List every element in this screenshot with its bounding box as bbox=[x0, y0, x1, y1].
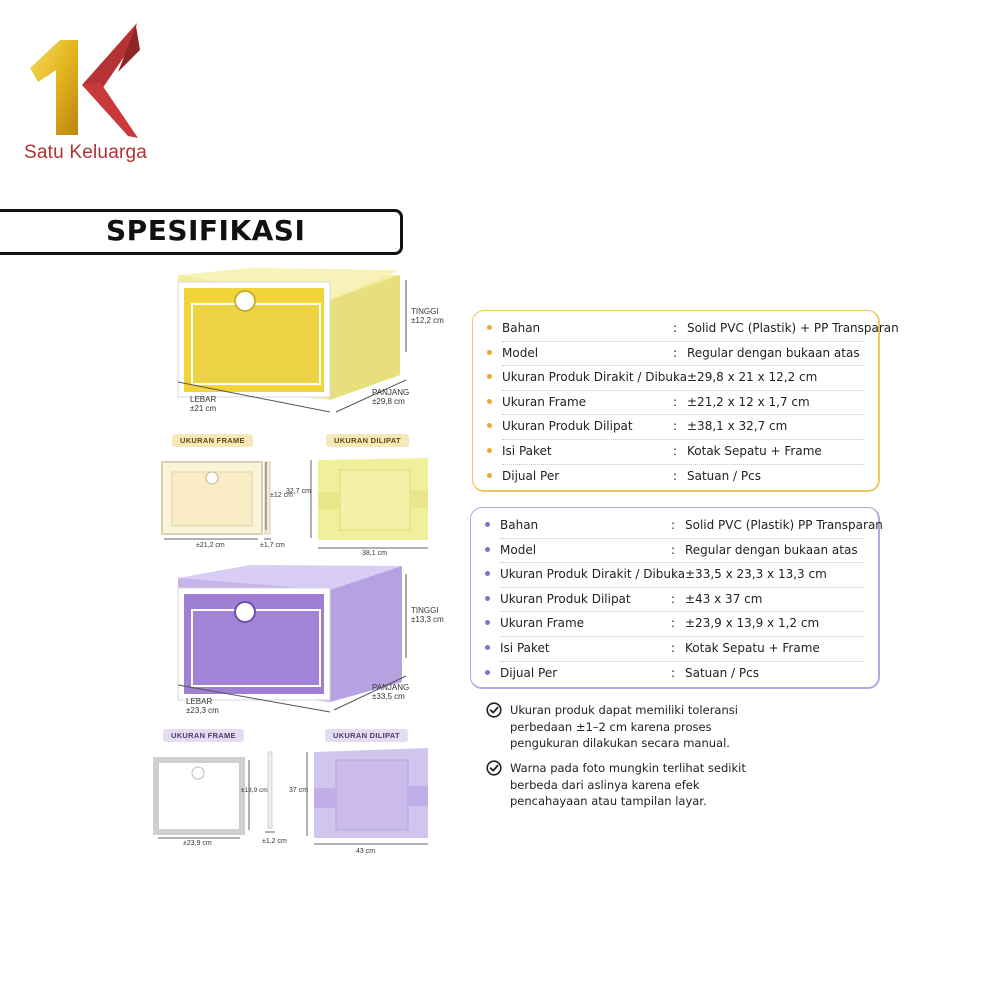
purple-box-tinggi-label: TINGGI ±13,3 cm bbox=[411, 606, 444, 625]
check-circle-icon bbox=[486, 760, 502, 776]
purple-box-panjang-label: PANJANG ±33,5 cm bbox=[372, 683, 410, 702]
bullet-icon bbox=[485, 546, 490, 552]
spec-banner bbox=[0, 209, 403, 255]
yellow-folded-height-label: 32,7 cm bbox=[286, 488, 311, 495]
bullet-icon bbox=[485, 645, 490, 650]
yellow-spec-card: Bahan:Solid PVC (Plastik) + PP Transpara… bbox=[472, 310, 899, 492]
spec-row: Ukuran Produk Dirakit / Dibuka:±33,5 x 2… bbox=[471, 563, 878, 588]
purple-frame-width-label: ±23,9 cm bbox=[183, 840, 212, 847]
spec-row: Dijual Per:Satuan / Pcs bbox=[473, 465, 878, 490]
yellow-box-illustration bbox=[153, 268, 428, 845]
yellow-frame-depth-label: ±1,7 cm bbox=[260, 542, 285, 549]
purple-frame-tag: UKURAN FRAME bbox=[163, 729, 244, 742]
bullet-icon bbox=[487, 374, 492, 380]
spec-row: Model:Regular dengan bukaan atas bbox=[473, 342, 878, 367]
bullet-icon bbox=[487, 349, 492, 355]
yellow-box-panjang-label: PANJANG ±29,8 cm bbox=[372, 388, 410, 407]
bullet-icon bbox=[485, 522, 490, 527]
spec-row: Bahan:Solid PVC (Plastik) + PP Transpara… bbox=[473, 317, 899, 342]
bullet-icon bbox=[487, 472, 492, 478]
spec-row: Dijual Per:Satuan / Pcs bbox=[471, 662, 878, 687]
brand-name: Satu Keluarga bbox=[24, 142, 148, 163]
bullet-icon bbox=[487, 398, 492, 404]
yellow-folded-tag: UKURAN DILIPAT bbox=[326, 434, 409, 447]
note-text: Ukuran produk dapat memiliki toleransi p… bbox=[510, 703, 738, 750]
purple-frame-depth-label: ±1,2 cm bbox=[262, 838, 287, 845]
purple-folded-tag: UKURAN DILIPAT bbox=[325, 729, 408, 742]
spec-row: Model:Regular dengan bukaan atas bbox=[471, 539, 878, 564]
bullet-icon bbox=[487, 423, 492, 429]
yellow-box-lebar-label: LEBAR ±21 cm bbox=[190, 395, 217, 414]
spec-row: Ukuran Produk Dilipat:±38,1 x 32,7 cm bbox=[473, 415, 878, 440]
spec-row: Isi Paket:Kotak Sepatu + Frame bbox=[471, 637, 878, 662]
purple-frame-height-label: ±13,9 cm bbox=[241, 787, 268, 794]
yellow-frame-tag: UKURAN FRAME bbox=[172, 434, 253, 447]
yellow-folded-width-label: 38,1 cm bbox=[362, 550, 387, 557]
bullet-icon bbox=[485, 571, 490, 577]
bullet-icon bbox=[485, 595, 490, 601]
purple-spec-card: Bahan:Solid PVC (Plastik) PP Transparan … bbox=[470, 507, 883, 689]
spec-row: Ukuran Produk Dilipat:±43 x 37 cm bbox=[471, 588, 878, 613]
spec-row: Bahan:Solid PVC (Plastik) PP Transparan bbox=[471, 514, 883, 539]
bullet-icon bbox=[485, 669, 490, 675]
spec-row: Ukuran Frame:±21,2 x 12 x 1,7 cm bbox=[473, 391, 878, 416]
yellow-frame-width-label: ±21,2 cm bbox=[196, 542, 225, 549]
spec-title: SPESIFIKASI bbox=[106, 214, 306, 247]
spec-row: Ukuran Frame:±23,9 x 13,9 x 1,2 cm bbox=[471, 612, 878, 637]
bullet-icon bbox=[487, 448, 492, 453]
purple-folded-height-label: 37 cm bbox=[289, 787, 309, 794]
note-text: Warna pada foto mungkin terlihat sedikit… bbox=[510, 761, 746, 808]
bullet-icon bbox=[487, 325, 492, 330]
check-circle-icon bbox=[486, 702, 502, 718]
bullet-icon bbox=[485, 620, 490, 626]
spec-row: Ukuran Produk Dirakit / Dibuka:±29,8 x 2… bbox=[473, 366, 878, 391]
yellow-box-tinggi-label: TINGGI ±12,2 cm bbox=[411, 307, 444, 326]
purple-box-lebar-label: LEBAR ±23,3 cm bbox=[186, 697, 219, 716]
purple-folded-width-label: 43 cm bbox=[356, 848, 376, 855]
yellow-frame-height-label: ±12 cm bbox=[270, 492, 293, 499]
spec-row: Isi Paket:Kotak Sepatu + Frame bbox=[473, 440, 878, 465]
satu-keluarga-logo-icon bbox=[30, 23, 140, 138]
